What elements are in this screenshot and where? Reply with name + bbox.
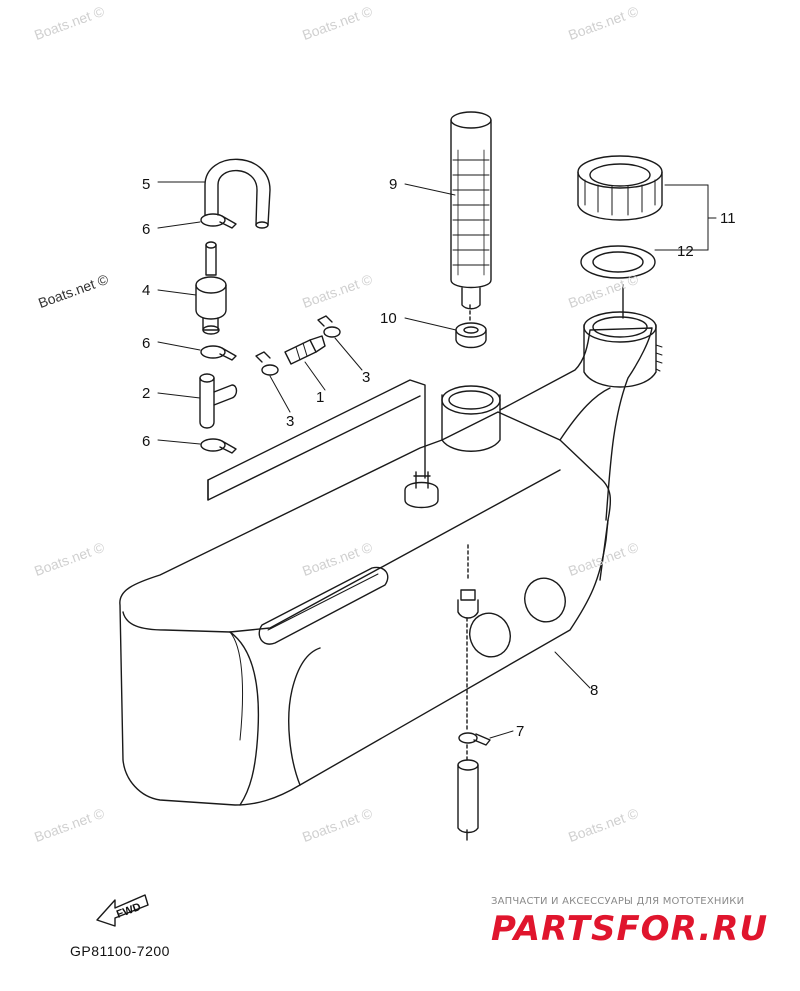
callout-1: 1 (316, 389, 325, 406)
callout-6-top: 6 (142, 221, 151, 238)
fuel-cap-part-11 (577, 155, 663, 221)
clip-part-6 (200, 213, 237, 454)
partsfor-logo: PARTSFOR.RU (491, 910, 768, 946)
t-joint-part-2 (199, 373, 238, 429)
callout-5: 5 (142, 176, 151, 193)
callout-11: 11 (720, 210, 736, 227)
fuel-line-routing (207, 284, 624, 841)
clip-part-3 (255, 315, 341, 376)
callout-7: 7 (516, 723, 525, 740)
fwd-label: FWD (115, 901, 143, 921)
callout-2: 2 (142, 385, 151, 402)
joint-part-1 (284, 335, 326, 365)
strainer-part-9 (450, 111, 492, 310)
callout-12: 12 (677, 243, 694, 260)
diagram-code: GP81100-7200 (70, 943, 170, 959)
gasket-part-12 (580, 245, 656, 279)
callout-6-middle: 6 (142, 335, 151, 352)
callout-3-right: 3 (362, 369, 371, 386)
grommet-part-10 (455, 322, 487, 349)
fuel-tank-part-8 (119, 311, 663, 806)
callout-8: 8 (590, 682, 599, 699)
callout-4: 4 (142, 282, 151, 299)
brand-caption: ЗАПЧАСТИ И АКСЕССУАРЫ ДЛЯ МОТОТЕХНИКИ (491, 896, 745, 907)
callout-3-left: 3 (286, 413, 295, 430)
clip-part-7 (458, 732, 491, 746)
hose-part-5 (204, 158, 271, 229)
leader-lines (157, 181, 717, 739)
fwd-arrow (96, 894, 149, 927)
fuel-filter-part-4 (195, 241, 227, 335)
callout-9: 9 (389, 176, 398, 193)
callout-6-bottom: 6 (142, 433, 151, 450)
svg-text:PARTSFOR.RU: PARTSFOR.RU (491, 910, 768, 946)
callout-10: 10 (380, 310, 397, 327)
